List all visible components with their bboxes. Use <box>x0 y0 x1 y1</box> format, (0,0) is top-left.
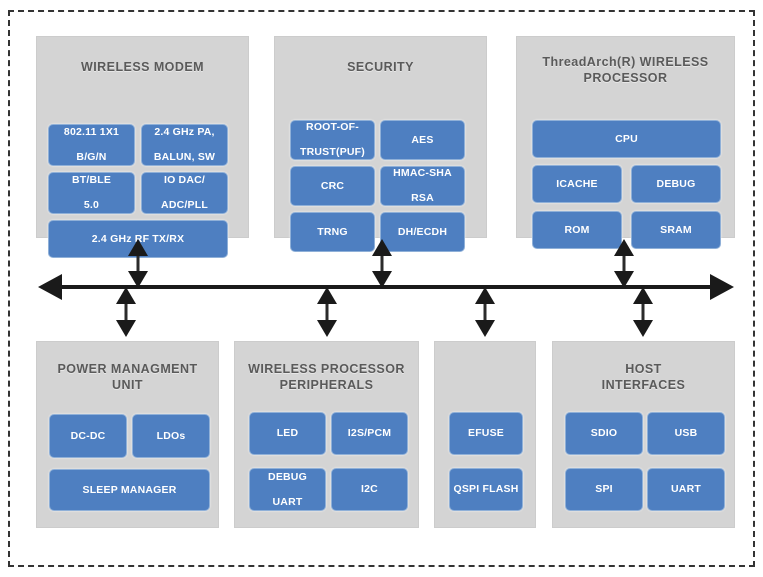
module-cpu[interactable]: CPU <box>532 120 721 158</box>
module-24ghz-rf-tx-rx[interactable]: 2.4 GHz RF TX/RX <box>48 220 228 258</box>
module-label-line2: TRUST(PUF) <box>300 146 365 159</box>
module-ldos[interactable]: LDOs <box>132 414 210 458</box>
module-debug-uart[interactable]: DEBUG UART <box>249 468 326 511</box>
module-label-line1: HMAC-SHA <box>393 167 452 180</box>
module-label: UART <box>671 483 701 496</box>
module-label: AES <box>411 133 434 146</box>
group-title-threadarch-line1: ThreadArch(R) WIRELESS <box>542 55 709 69</box>
module-label: CPU <box>615 132 638 145</box>
group-title-threadarch-line2: PROCESSOR <box>583 71 668 85</box>
module-sdio[interactable]: SDIO <box>565 412 643 455</box>
module-label-line2: B/G/N <box>76 151 107 164</box>
module-qspi-flash[interactable]: QSPI FLASH <box>449 468 523 511</box>
group-title-pmu-line2: UNIT <box>112 378 143 392</box>
group-security: SECURITY ROOT-OF- TRUST(PUF) AES CRC HMA… <box>274 36 487 252</box>
module-label: SPI <box>595 483 613 496</box>
module-led[interactable]: LED <box>249 412 326 455</box>
module-label-line1: 802.11 1X1 <box>63 126 120 139</box>
module-label: I2S/PCM <box>347 427 392 440</box>
module-80211-1x1-bgn[interactable]: 802.11 1X1 B/G/N <box>48 124 135 166</box>
module-trng[interactable]: TRNG <box>290 212 375 252</box>
group-title-peripherals-line2: PERIPHERALS <box>279 378 374 392</box>
module-24ghz-pa-balun-sw[interactable]: 2.4 GHz PA, BALUN, SW <box>141 124 228 166</box>
module-label: DEBUG <box>656 177 696 190</box>
module-label-line1: BT/BLE <box>71 174 112 187</box>
group-threadarch-wireless-processor: ThreadArch(R) WIRELESS PROCESSOR CPU ICA… <box>516 36 735 249</box>
group-title-security: SECURITY <box>347 60 414 74</box>
module-label: TRNG <box>317 225 348 238</box>
module-label: LED <box>276 427 299 440</box>
module-dh-ecdh[interactable]: DH/ECDH <box>380 212 465 252</box>
group-title-wireless-modem: WIRELESS MODEM <box>81 60 204 74</box>
module-label: SLEEP MANAGER <box>82 483 177 496</box>
group-wireless-processor-peripherals: WIRELESS PROCESSOR PERIPHERALS LED I2S/P… <box>234 341 419 528</box>
module-label-line1: ROOT-OF- <box>306 121 359 134</box>
group-title-host-line2: INTERFACES <box>601 378 686 392</box>
module-label: ICACHE <box>556 177 598 190</box>
module-label: SDIO <box>590 427 618 440</box>
group-host-interfaces: HOST INTERFACES SDIO USB SPI UART <box>552 341 735 528</box>
module-bt-ble-50[interactable]: BT/BLE 5.0 <box>48 172 135 214</box>
module-label: DC-DC <box>70 429 106 442</box>
chip-boundary-dashed <box>8 10 755 567</box>
module-label-line1: 2.4 GHz PA, <box>154 126 215 139</box>
module-debug[interactable]: DEBUG <box>631 165 721 203</box>
module-i2c[interactable]: I2C <box>331 468 408 511</box>
module-hmac-sha-rsa[interactable]: HMAC-SHA RSA <box>380 166 465 206</box>
group-title-host-line1: HOST <box>625 362 662 376</box>
module-label: SRAM <box>660 223 692 236</box>
module-aes[interactable]: AES <box>380 120 465 160</box>
module-crc[interactable]: CRC <box>290 166 375 206</box>
module-i2s-pcm[interactable]: I2S/PCM <box>331 412 408 455</box>
module-label: QSPI FLASH <box>453 483 519 496</box>
module-label-line2: 5.0 <box>83 199 100 212</box>
module-spi[interactable]: SPI <box>565 468 643 511</box>
module-label: EFUSE <box>467 427 504 440</box>
module-icache[interactable]: ICACHE <box>532 165 622 203</box>
module-label-line1: IO DAC/ <box>163 174 206 187</box>
module-label: I2C <box>361 483 378 496</box>
group-power-managment-unit: POWER MANAGMENT UNIT DC-DC LDOs SLEEP MA… <box>36 341 219 528</box>
module-rom[interactable]: ROM <box>532 211 622 249</box>
module-label: 2.4 GHz RF TX/RX <box>91 232 185 245</box>
module-label: LDOs <box>156 429 186 442</box>
module-label-line2: UART <box>272 495 303 508</box>
module-label-line2: ADC/PLL <box>161 199 208 212</box>
module-label: USB <box>674 427 698 440</box>
module-label-line2: RSA <box>411 192 434 205</box>
module-label: ROM <box>564 223 590 236</box>
module-label-line2: BALUN, SW <box>153 151 216 164</box>
module-label-line1: DEBUG <box>268 470 307 483</box>
group-memory: EFUSE QSPI FLASH <box>434 341 536 528</box>
module-io-dac-adc-pll[interactable]: IO DAC/ ADC/PLL <box>141 172 228 214</box>
module-dc-dc[interactable]: DC-DC <box>49 414 127 458</box>
module-root-of-trust-puf[interactable]: ROOT-OF- TRUST(PUF) <box>290 120 375 160</box>
module-sram[interactable]: SRAM <box>631 211 721 249</box>
group-title-peripherals-line1: WIRELESS PROCESSOR <box>248 362 405 376</box>
module-uart[interactable]: UART <box>647 468 725 511</box>
module-label: DH/ECDH <box>397 225 448 238</box>
group-title-pmu-line1: POWER MANAGMENT <box>57 362 198 376</box>
module-label: CRC <box>320 179 345 192</box>
group-wireless-modem: WIRELESS MODEM 802.11 1X1 B/G/N 2.4 GHz … <box>36 36 249 258</box>
module-sleep-manager[interactable]: SLEEP MANAGER <box>49 469 210 511</box>
module-efuse[interactable]: EFUSE <box>449 412 523 455</box>
module-usb[interactable]: USB <box>647 412 725 455</box>
